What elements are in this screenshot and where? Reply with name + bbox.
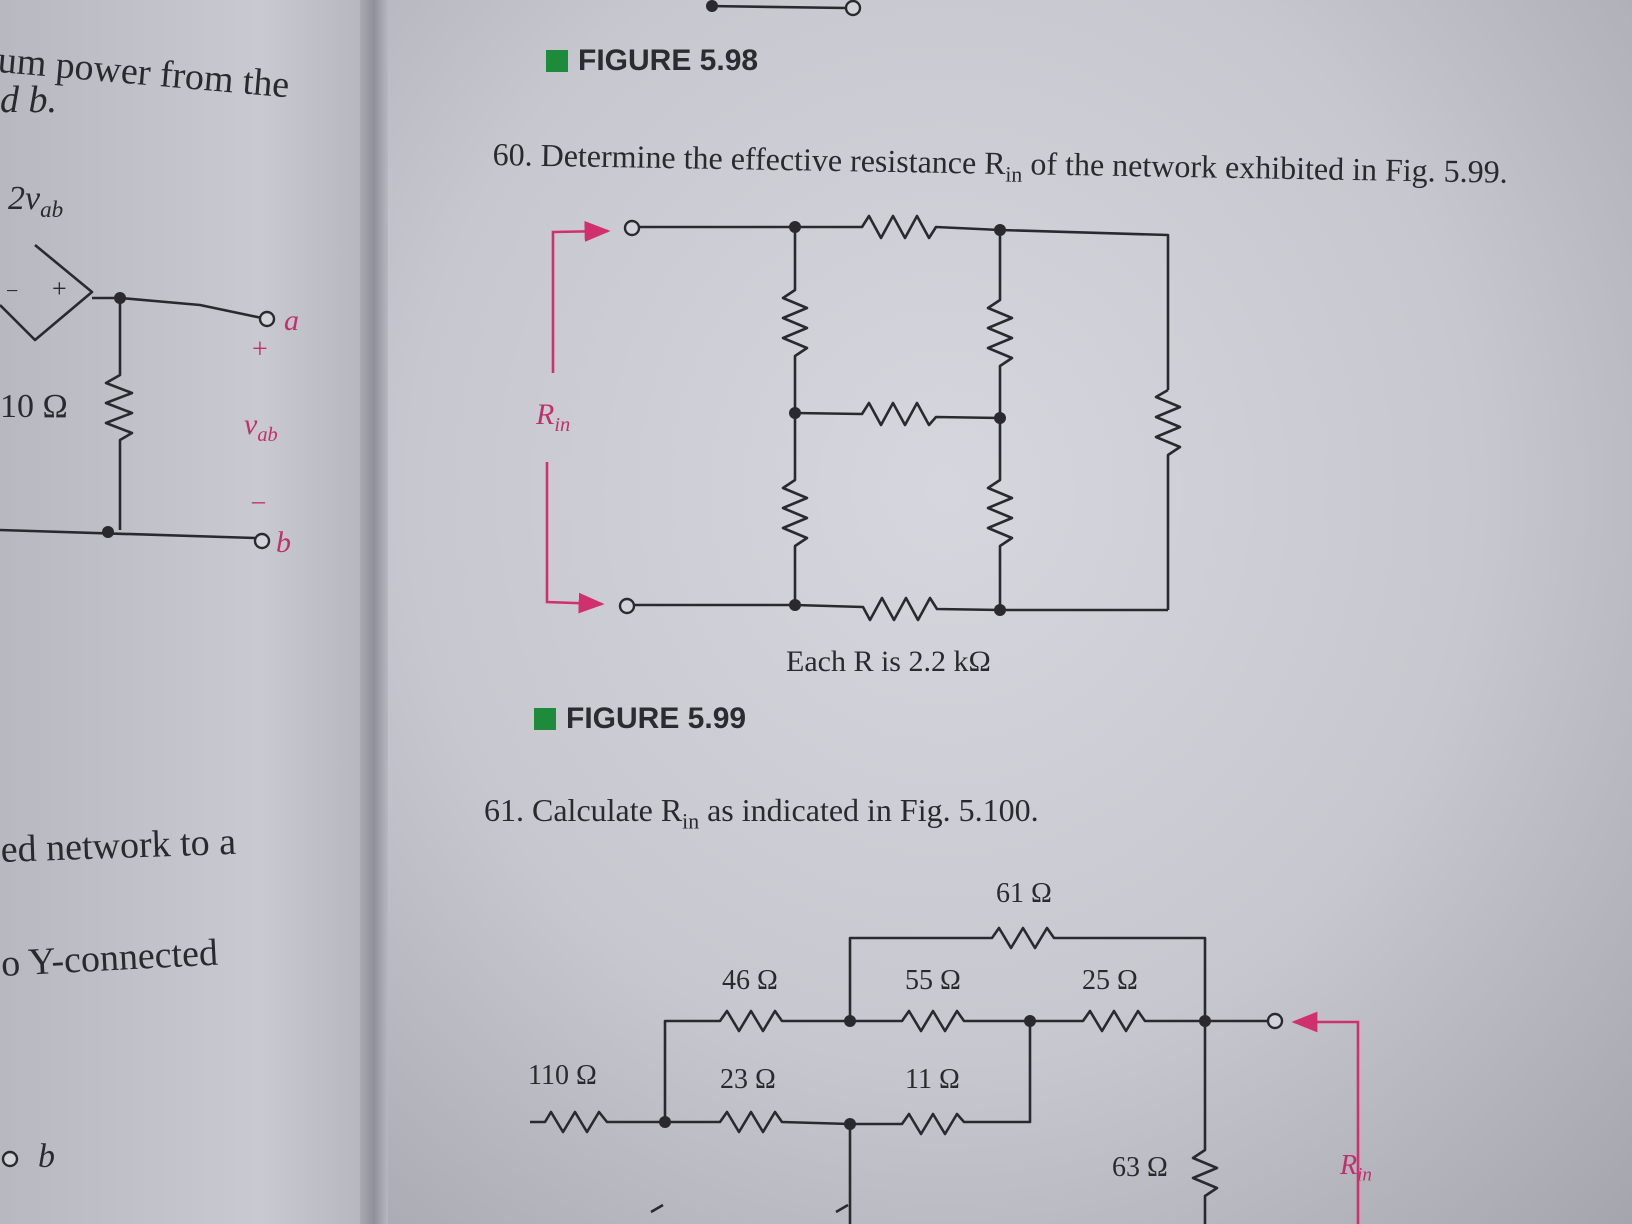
left-terminal-b2: b xyxy=(38,1138,55,1175)
fig599-caption: Each R is 2.2 kΩ xyxy=(786,645,991,678)
fig5100-r61-label: 61 Ω xyxy=(996,878,1052,909)
left-source-minus: − xyxy=(6,278,19,303)
left-terminal-b: b xyxy=(276,526,291,559)
left-circuit xyxy=(0,243,263,540)
fig599-rin-label: Rin xyxy=(536,398,571,437)
fig5100-r23-label: 23 Ω xyxy=(720,1064,776,1095)
fig5100-r46-label: 46 Ω xyxy=(722,965,778,996)
fig599-r-right xyxy=(1154,388,1182,610)
left-page xyxy=(0,0,372,1224)
terminals xyxy=(1,0,1284,1168)
left-source-plus: + xyxy=(52,274,67,303)
fig5100-r55-label: 55 Ω xyxy=(905,965,961,996)
figure-598-label: FIGURE 5.98 xyxy=(546,44,758,78)
fig5100-r110-label: 110 Ω xyxy=(528,1060,597,1091)
left-source-label: 2vab xyxy=(8,180,64,224)
fig599-circuit xyxy=(627,214,1182,622)
fig5100-circuit xyxy=(530,926,1268,1224)
fig599-r-middle xyxy=(794,401,1001,427)
fig599-r-leftlower xyxy=(781,413,809,605)
left-resistor-10ohm xyxy=(104,298,134,530)
problem-61: 61. Calculate Rin as indicated in Fig. 5… xyxy=(484,792,1039,834)
fig5100-rin-label: Rin xyxy=(1340,1150,1372,1186)
fig598-bottom-wire xyxy=(707,4,847,10)
left-terminal-a: a xyxy=(284,304,299,337)
fig5100-r63-label: 63 Ω xyxy=(1112,1152,1168,1183)
left-vab-minus: – xyxy=(252,486,265,515)
fig5100-r11-label: 11 Ω xyxy=(905,1064,960,1095)
rin-arrows xyxy=(545,221,1360,1224)
left-text-line2: d b. xyxy=(0,79,57,121)
fig599-r-leftupper xyxy=(781,227,809,413)
left-text-network: ed network to a xyxy=(0,820,237,871)
left-vab-label: vab xyxy=(244,408,278,447)
left-vab-plus: + xyxy=(252,334,268,365)
fig599-r-rightlower xyxy=(986,418,1014,610)
fig5100-r25-label: 25 Ω xyxy=(1082,965,1138,996)
book-gutter xyxy=(360,0,388,1224)
left-resistor-label: 10 Ω xyxy=(0,388,68,425)
fig599-r-top xyxy=(795,214,1001,240)
fig599-r-rightupper xyxy=(986,230,1014,418)
fig599-r-bottom xyxy=(794,596,1001,622)
figure-599-label: FIGURE 5.99 xyxy=(534,702,746,736)
junction-dots xyxy=(102,221,1211,1130)
dependent-source-diamond xyxy=(0,243,94,342)
